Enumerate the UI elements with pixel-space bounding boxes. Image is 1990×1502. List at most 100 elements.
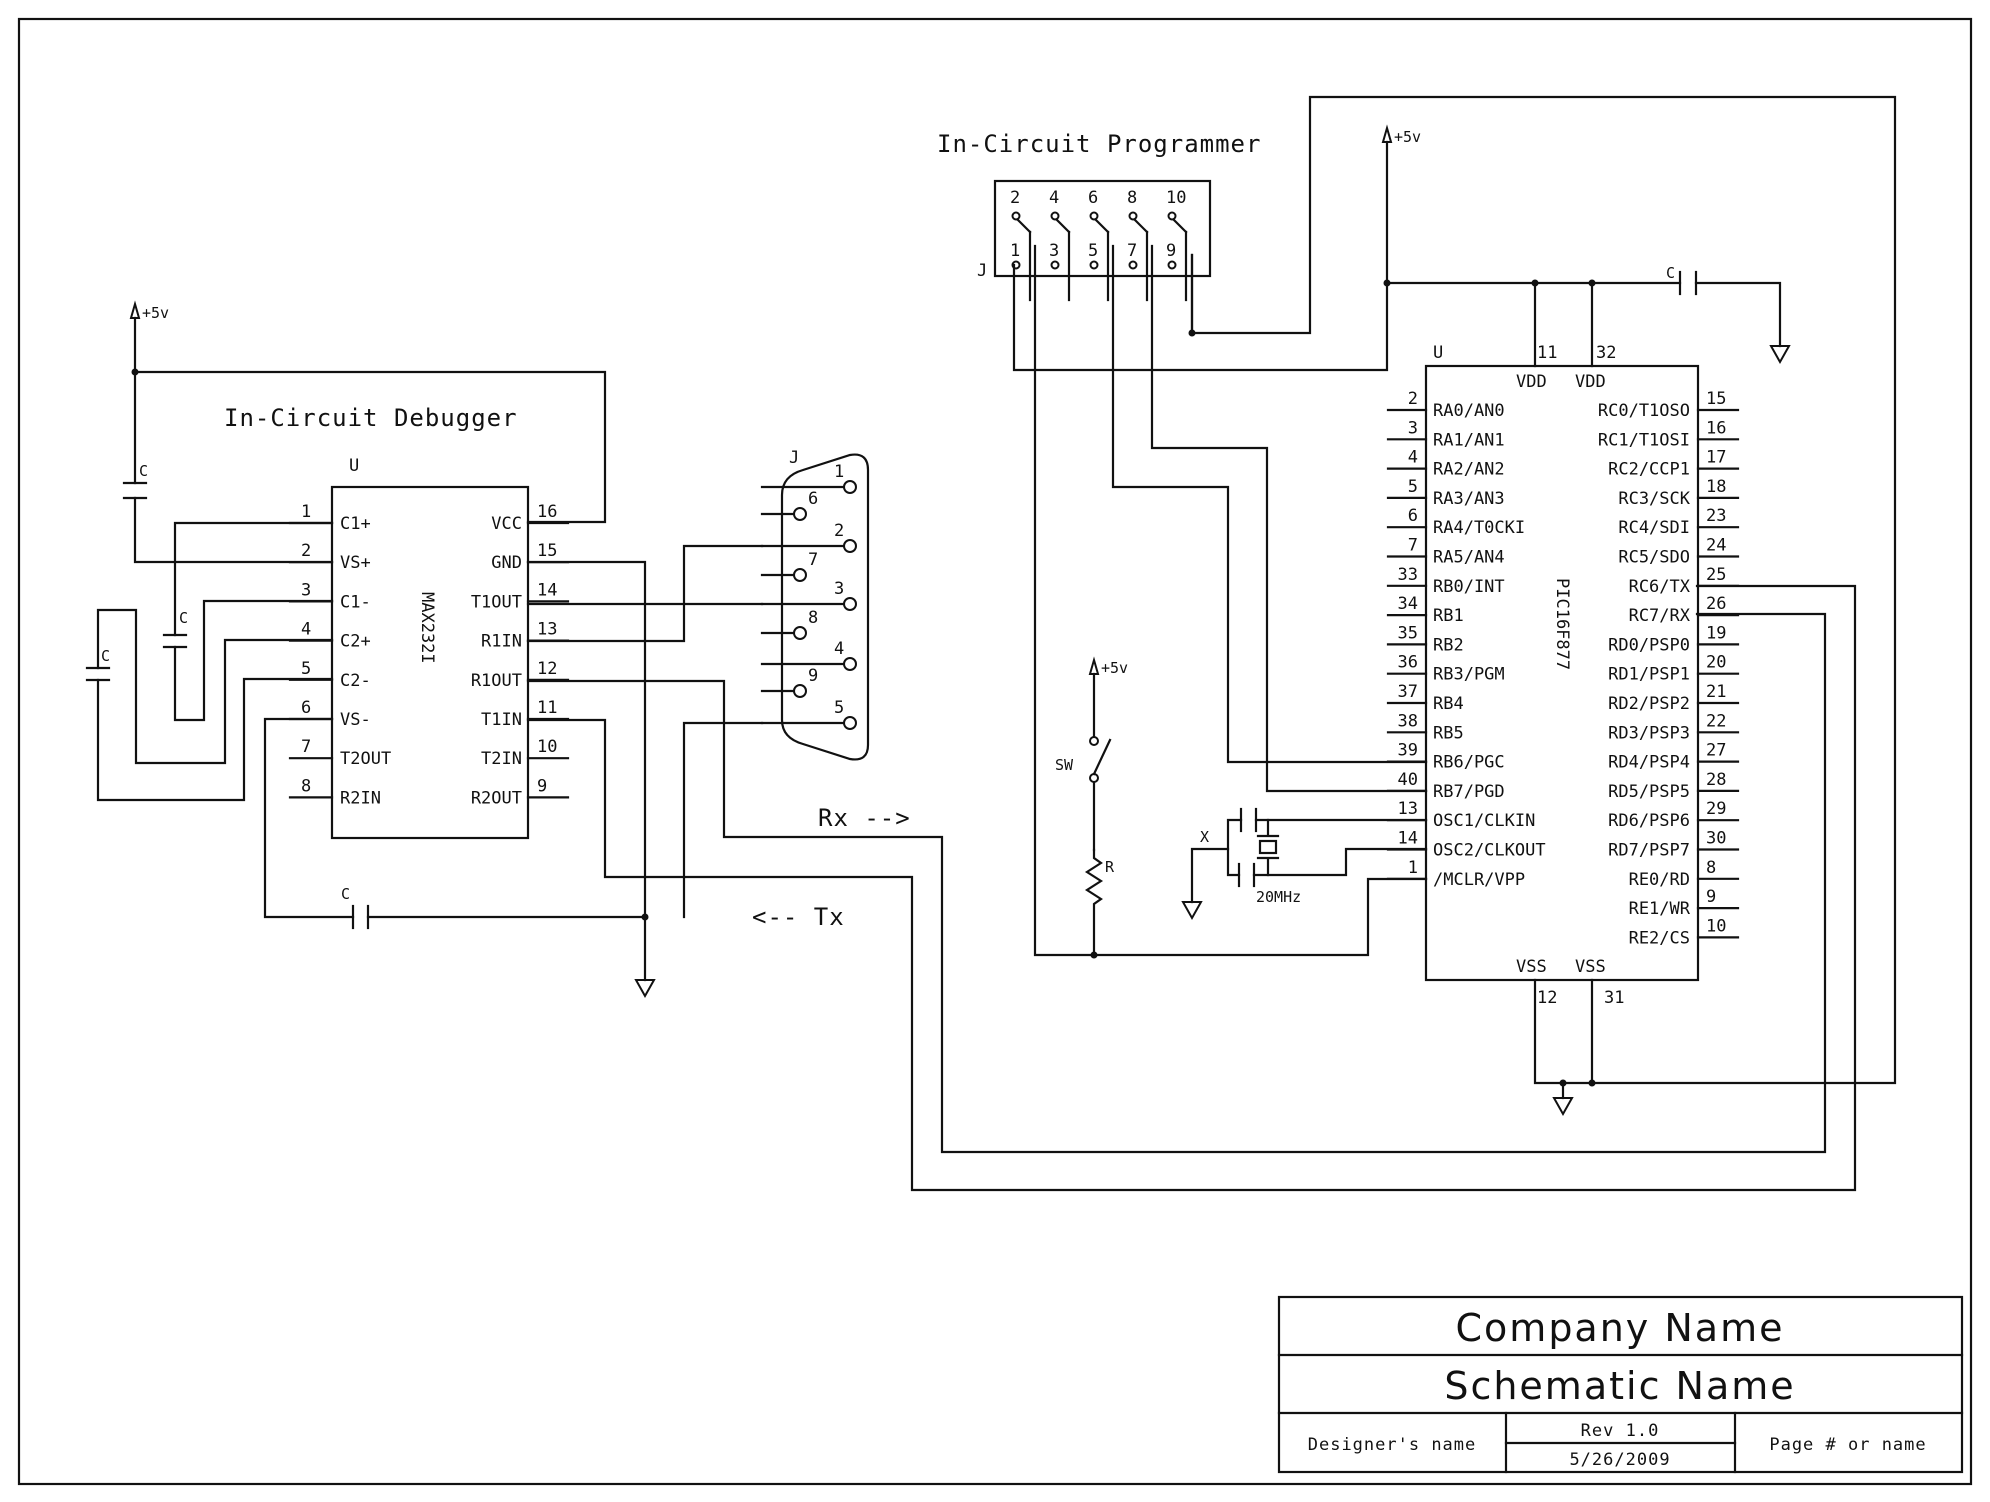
db9-pin-number: 1 [834, 462, 844, 482]
pic-pin-number: 15 [1706, 389, 1726, 409]
pic-pin-number: 25 [1706, 565, 1726, 585]
max232-pin-number: 14 [537, 580, 557, 600]
reset-power-label: +5v [1101, 659, 1128, 677]
pic-pin-name: RB2 [1433, 635, 1464, 655]
pic-pin-number: 30 [1706, 829, 1726, 849]
vss-pin-12: 12 [1537, 988, 1557, 1008]
pic-pin-number: 2 [1408, 389, 1418, 409]
programmer-title: In-Circuit Programmer [937, 130, 1261, 158]
max232-pin-number: 5 [301, 659, 311, 679]
pic-pin-number: 6 [1408, 506, 1418, 526]
pic-pin-number: 29 [1706, 799, 1726, 819]
pic-pin-number: 24 [1706, 536, 1726, 556]
max232-pin-number: 8 [301, 776, 311, 796]
max232-pin-number: 9 [537, 776, 547, 796]
programmer-pin-lead [1055, 218, 1071, 234]
pic-pin-name: RB1 [1433, 606, 1464, 626]
ground-symbol [634, 979, 656, 999]
pic-pin-name: OSC1/CLKIN [1433, 811, 1535, 831]
max232-pin-number: 11 [537, 698, 557, 718]
max232-pin-name: R1OUT [471, 671, 522, 691]
programmer-pin-number: 7 [1127, 241, 1137, 261]
db9-pin-socket [843, 597, 857, 611]
pic-pin-name: RC0/T1OSO [1598, 401, 1690, 421]
programmer-pin-number: 5 [1088, 241, 1098, 261]
ground-symbol [1769, 345, 1791, 365]
pic-pin-number: 34 [1398, 594, 1418, 614]
pic-pin-number: 16 [1706, 418, 1726, 438]
programmer-pin-socket [1089, 211, 1099, 221]
programmer-pin-number: 2 [1010, 188, 1020, 208]
programmer-pin-socket [1128, 260, 1138, 270]
programmer-pin-socket [1050, 260, 1060, 270]
db9-pin-socket [793, 626, 807, 640]
max232-pin-number: 16 [537, 502, 557, 522]
pic-pin-name: RB3/PGM [1433, 665, 1505, 685]
rx-label: Rx --> [818, 804, 911, 832]
debugger-section: In-Circuit Debugger U MAX232I 1C1+2VS+3C… [85, 300, 656, 999]
pic-pin-number: 19 [1706, 623, 1726, 643]
pic-pin-number: 14 [1398, 829, 1418, 849]
mcu-power-label: +5v [1394, 128, 1421, 146]
max232-pin-name: C1- [340, 592, 371, 612]
debugger-power-label: +5v [142, 304, 169, 322]
pic-pin-name: RE1/WR [1629, 899, 1691, 919]
programmer-pin-lead [1016, 218, 1032, 234]
programmer-pin-lead [1172, 218, 1188, 234]
db9-pin-number: 5 [834, 698, 844, 718]
cap-c3-label: C [101, 647, 110, 665]
max232-pin-name: R1IN [481, 632, 522, 652]
debugger-ref: U [349, 456, 359, 476]
max232-pin-number: 12 [537, 659, 557, 679]
db9-pin-socket [793, 507, 807, 521]
max232-pin-name: C1+ [340, 514, 371, 534]
max232-pin-number: 7 [301, 737, 311, 757]
vss-label-1: VSS [1516, 957, 1547, 977]
pic-pin-name: RC3/SCK [1618, 489, 1690, 509]
programmer-pin-socket [1011, 211, 1021, 221]
pic-pin-name: RD3/PSP3 [1608, 723, 1690, 743]
pic-pin-number: 26 [1706, 594, 1726, 614]
pic-pin-name: RA3/AN3 [1433, 489, 1505, 509]
max232-pin-name: R2OUT [471, 788, 522, 808]
programmer-pin-socket [1167, 260, 1177, 270]
pic-pin-name: RE0/RD [1629, 870, 1690, 890]
pic-pin-number: 39 [1398, 741, 1418, 761]
cap-c2-label: C [179, 609, 188, 627]
programmer-pin-number: 1 [1010, 241, 1020, 261]
db9-pin-socket [843, 480, 857, 494]
db9-pin-number: 6 [808, 489, 818, 509]
pic-pin-number: 3 [1408, 418, 1418, 438]
pic-pin-name: RD2/PSP2 [1608, 694, 1690, 714]
pic-pin-name: RD6/PSP6 [1608, 811, 1690, 831]
db9-pin-socket [843, 539, 857, 553]
pic-pin-number: 21 [1706, 682, 1726, 702]
cap-c1-label: C [139, 462, 148, 480]
programmer-pin-socket [1089, 260, 1099, 270]
pic-pin-number: 8 [1706, 858, 1716, 878]
pic-pin-name: RB4 [1433, 694, 1464, 714]
tx-label: <-- Tx [752, 903, 845, 931]
max232-pin-name: R2IN [340, 788, 381, 808]
pic-pin-number: 23 [1706, 506, 1726, 526]
vdd-label-2: VDD [1575, 372, 1606, 392]
power-arrow [129, 300, 141, 319]
switch-label: SW [1055, 756, 1074, 774]
max232-pin-number: 6 [301, 698, 311, 718]
power-arrow [1381, 124, 1393, 143]
max232-right-pins: 16VCC15GND14T1OUT13R1IN12R1OUT11T1IN10T2… [471, 502, 570, 808]
pic-pin-name: /MCLR/VPP [1433, 870, 1525, 890]
pic-pin-number: 9 [1706, 887, 1716, 907]
max232-pin-number: 2 [301, 541, 311, 561]
programmer-pin-lead [1133, 218, 1149, 234]
programmer-pin-socket [1167, 211, 1177, 221]
max232-pin-number: 4 [301, 620, 311, 640]
pic-pin-name: RA5/AN4 [1433, 548, 1505, 568]
pic-pin-number: 36 [1398, 653, 1418, 673]
max232-pin-name: C2+ [340, 632, 371, 652]
pic-pin-name: RE2/CS [1629, 928, 1690, 948]
pic-pin-number: 38 [1398, 711, 1418, 731]
